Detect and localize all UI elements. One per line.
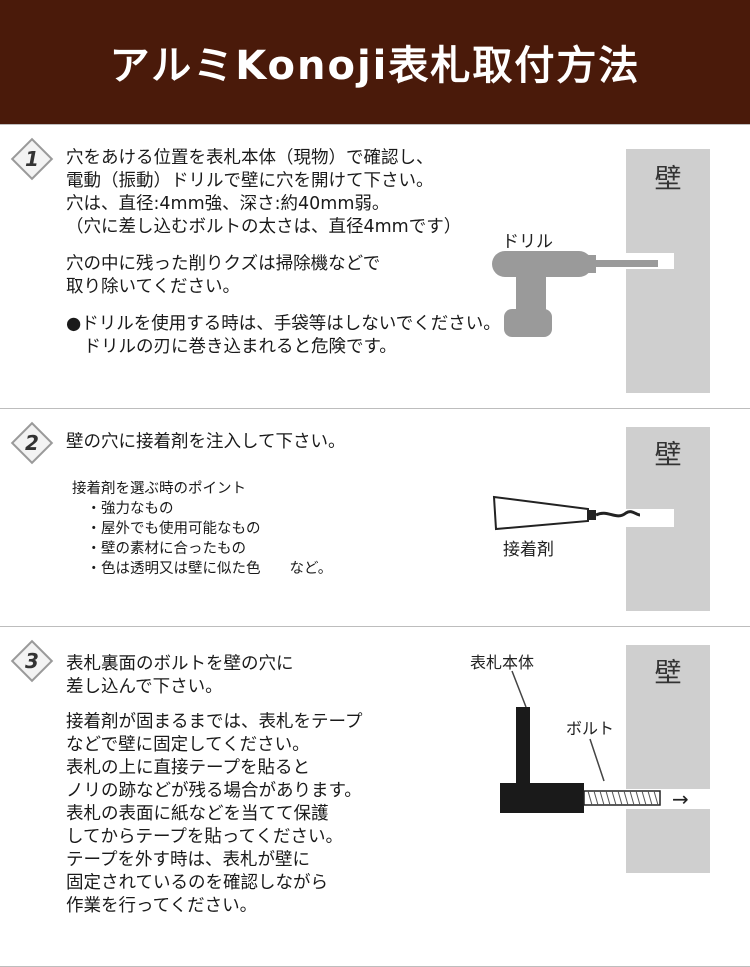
step-3-line: 表札の上に直接テープを貼ると bbox=[66, 758, 310, 778]
step-3-number: 3 bbox=[25, 649, 39, 673]
step-3-section: 3 表札裏面のボルトを壁の穴に 差し込んで下さい。 接着剤が固まるまでは、表札を… bbox=[0, 626, 750, 967]
title-banner: アルミKonoji表札取付方法 bbox=[0, 0, 750, 124]
step-1-warning: ●ドリルを使用する時は、手袋等はしないでください。 bbox=[66, 314, 501, 334]
step-2-heading: 壁の穴に接着剤を注入して下さい。 bbox=[66, 432, 346, 452]
tip-item: ・色は透明又は壁に似た色 など。 bbox=[72, 561, 333, 577]
adhesive-tube-icon bbox=[492, 495, 641, 531]
drill-label: ドリル bbox=[502, 232, 553, 252]
tips-heading: 接着剤を選ぶ時のポイント bbox=[72, 481, 246, 497]
step-1-line: 穴の中に残った削りクズは掃除機などで bbox=[66, 254, 381, 274]
step-2-badge: 2 bbox=[10, 421, 54, 465]
step-1-line: 電動（振動）ドリルで壁に穴を開けて下さい。 bbox=[66, 171, 434, 191]
step-3-line: などで壁に固定してください。 bbox=[66, 735, 310, 755]
step-2-section: 2 壁の穴に接着剤を注入して下さい。 接着剤を選ぶ時のポイント ・強力なもの ・… bbox=[0, 408, 750, 626]
tip-item: ・屋外でも使用可能なもの bbox=[72, 521, 261, 537]
adhesive-label: 接着剤 bbox=[503, 540, 554, 560]
plate-bolt-icon bbox=[500, 670, 661, 813]
step-3-line: 作業を行ってください。 bbox=[66, 896, 258, 916]
wall-label: 壁 bbox=[654, 658, 682, 689]
tip-item: ・強力なもの bbox=[72, 501, 174, 517]
step-3-line: テープを外す時は、表札が壁に bbox=[66, 850, 310, 870]
step-1-warning: ドリルの刃に巻き込まれると危険です。 bbox=[66, 337, 397, 357]
plate-label: 表札本体 bbox=[470, 653, 535, 672]
step-1-badge: 1 bbox=[10, 137, 54, 181]
page-title: アルミKonoji表札取付方法 bbox=[109, 43, 641, 89]
step-1-number: 1 bbox=[25, 147, 39, 171]
step-3-badge: 3 bbox=[10, 639, 54, 683]
bolt-label: ボルト bbox=[566, 719, 615, 738]
step-2-tips: 接着剤を選ぶ時のポイント ・強力なもの ・屋外でも使用可能なもの ・壁の素材に合… bbox=[72, 479, 332, 579]
step-1-line: 穴をあける位置を表札本体（現物）で確認し、 bbox=[66, 148, 434, 168]
wall-illustration: 壁 bbox=[626, 645, 710, 873]
step-1-line: （穴に差し込むボルトの太さは、直径4mmです） bbox=[66, 217, 462, 237]
step-3-line: 固定されているのを確認しながら bbox=[66, 873, 328, 893]
tip-item: ・壁の素材に合ったもの bbox=[72, 541, 246, 557]
wall-illustration: 壁 bbox=[626, 149, 710, 393]
step-1-text: 穴をあける位置を表札本体（現物）で確認し、 電動（振動）ドリルで壁に穴を開けて下… bbox=[66, 147, 501, 359]
wall-label: 壁 bbox=[654, 440, 682, 471]
step-3-line: 表札の表面に紙などを当てて保護 bbox=[66, 804, 329, 824]
step-3-text: 表札裏面のボルトを壁の穴に 差し込んで下さい。 接着剤が固まるまでは、表札をテー… bbox=[66, 653, 362, 918]
step-1-section: 1 穴をあける位置を表札本体（現物）で確認し、 電動（振動）ドリルで壁に穴を開け… bbox=[0, 124, 750, 408]
step-1-line: 取り除いてください。 bbox=[66, 277, 240, 297]
step-1-line: 穴は、直径:4mm強、深さ:約40mm弱。 bbox=[66, 194, 390, 214]
step-2-number: 2 bbox=[25, 431, 39, 455]
step-3-line: してからテープを貼ってください。 bbox=[66, 827, 344, 847]
wall-label: 壁 bbox=[654, 164, 682, 195]
step-3-line: ノリの跡などが残る場合があります。 bbox=[66, 781, 362, 801]
step-3-line: 差し込んで下さい。 bbox=[66, 677, 223, 697]
step-3-line: 表札裏面のボルトを壁の穴に bbox=[66, 654, 294, 674]
insert-arrow-icon: → bbox=[672, 787, 689, 811]
drill-icon bbox=[492, 251, 658, 337]
step-3-line: 接着剤が固まるまでは、表札をテープ bbox=[66, 712, 363, 732]
